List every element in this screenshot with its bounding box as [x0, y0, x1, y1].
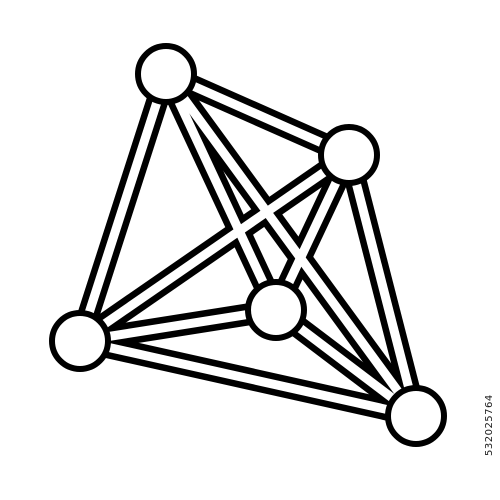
- edge-n2-n4: [77, 151, 352, 345]
- node-bottom-right: [385, 385, 447, 447]
- nodes-layer: [49, 43, 447, 447]
- edge-n1-n4: [75, 72, 171, 343]
- edge-n4-n5: [79, 336, 417, 421]
- node-left: [49, 310, 111, 372]
- stock-id-watermark: 532025764: [484, 394, 495, 456]
- edge-n1-n5: [162, 71, 420, 419]
- edge-n1-n2: [164, 69, 351, 160]
- edges-layer: [69, 63, 427, 427]
- edge-n2-n5: [344, 153, 421, 418]
- edge-n4-n3: [79, 305, 277, 346]
- node-top-left: [135, 43, 197, 105]
- node-right: [318, 124, 380, 186]
- node-center: [245, 279, 307, 341]
- edge-n1-n3: [161, 72, 281, 312]
